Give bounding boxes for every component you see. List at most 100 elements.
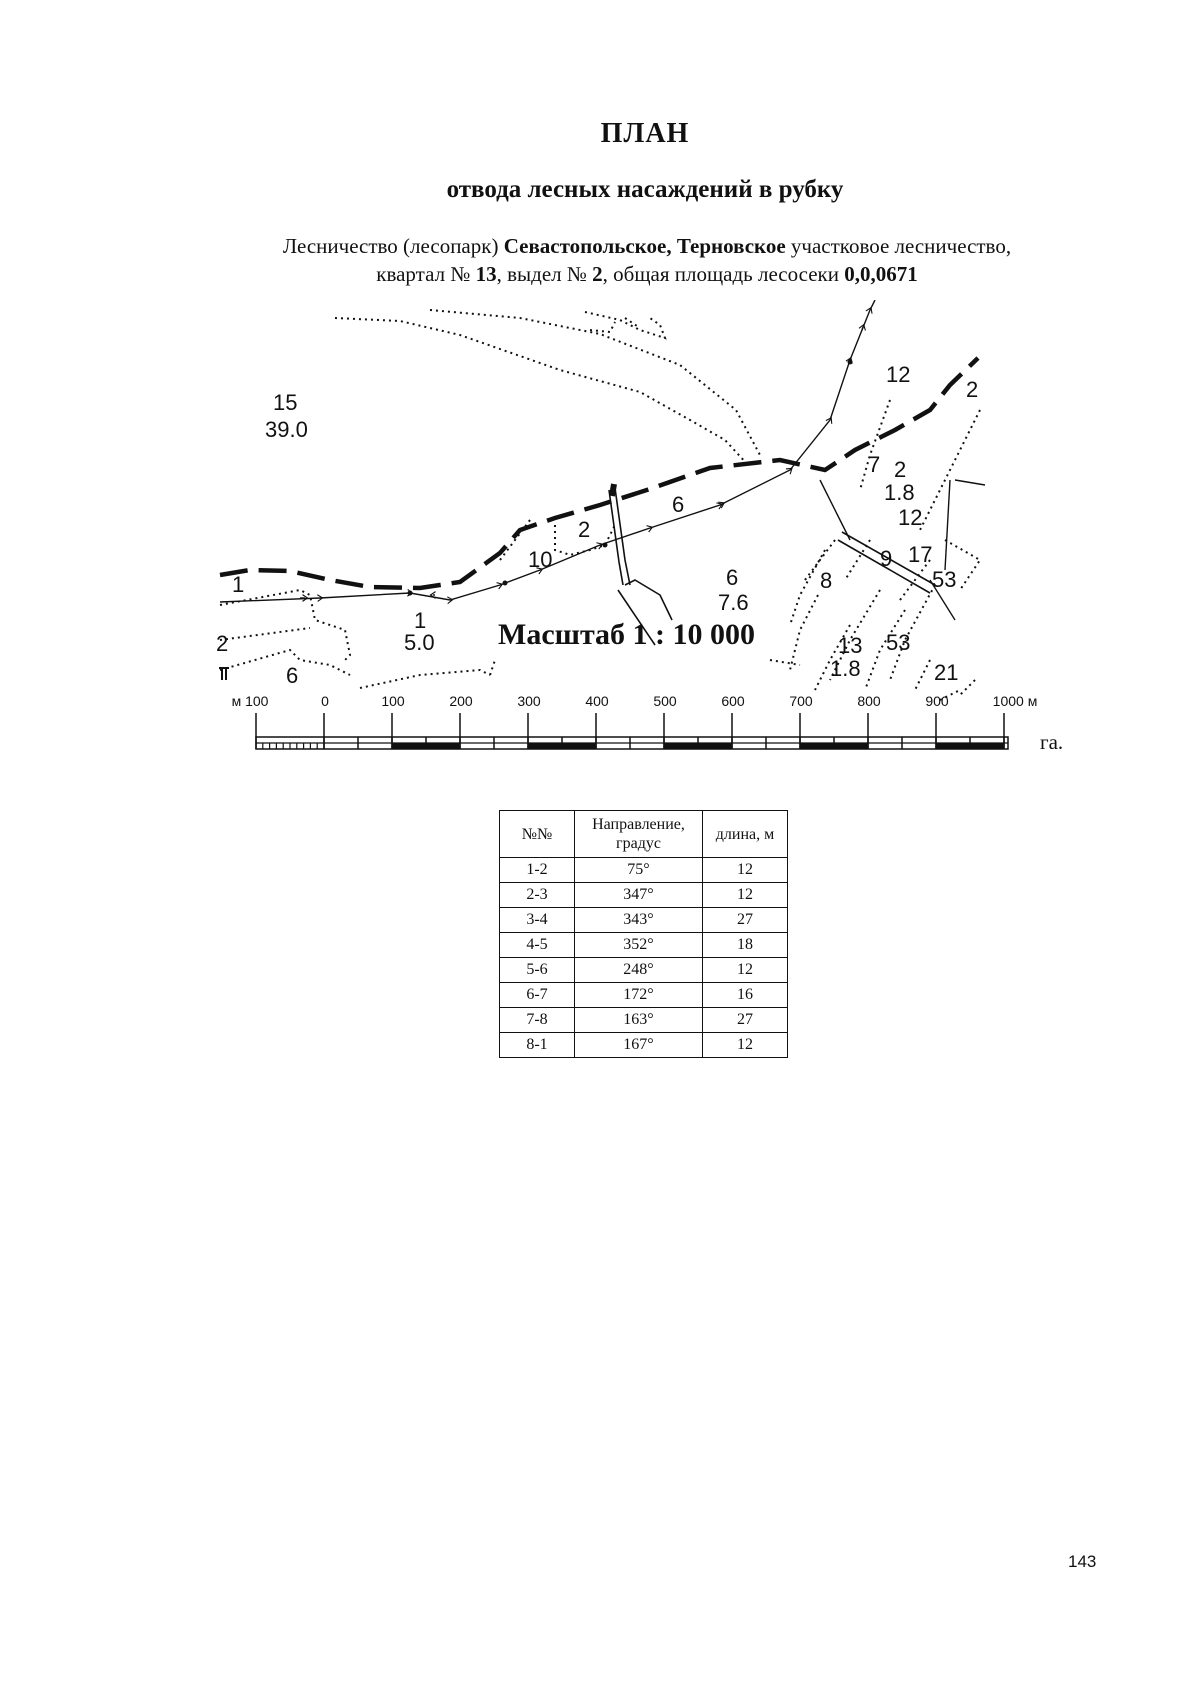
compartment-label: 12 — [886, 362, 910, 387]
cutting-area-marker — [609, 483, 617, 497]
scale-tick-label: 0 — [321, 693, 329, 709]
row-length: 12 — [702, 857, 788, 883]
compartment-label: 7 — [868, 452, 880, 477]
scale-tick-label: 300 — [517, 693, 541, 709]
header-direction: Направление, градус — [574, 810, 703, 858]
row-length: 12 — [702, 1032, 788, 1058]
desc-text: , выдел № — [496, 262, 593, 286]
row-segment: 1-2 — [499, 857, 575, 883]
scale-tick-label: 200 — [449, 693, 473, 709]
scale-bar-segments — [392, 743, 1004, 749]
row-segment: 6-7 — [499, 982, 575, 1008]
table-header-row: №№ Направление, градус длина, м — [499, 810, 788, 858]
scale-tick-label: м 100 — [232, 693, 269, 709]
scale-tick-label: 100 — [381, 693, 405, 709]
compartment-label: 21 — [934, 660, 958, 685]
compartment-label: 6 — [726, 565, 738, 590]
compartment-label: 6 — [672, 492, 684, 517]
row-direction: 352° — [574, 932, 703, 958]
document-title: ПЛАН — [600, 118, 690, 149]
compartment-label: 12 — [898, 505, 922, 530]
compartment-label: 39.0 — [265, 417, 308, 442]
compartment-label: 7.6 — [718, 590, 749, 615]
row-length: 12 — [702, 882, 788, 908]
scale-title: Масштаб 1 : 10 000 — [498, 618, 756, 651]
compartment-label: 2 — [216, 631, 228, 656]
scale-tick-label: 600 — [721, 693, 745, 709]
scale-bar-tick-labels: м 100 0 100 200 300 400 500 600 700 800 … — [232, 693, 1038, 709]
compartment-label: 17 — [908, 542, 932, 567]
desc-text: Лесничество (лесопарк) — [282, 234, 504, 258]
compartment-labels: 15 39.0 12 2 7 2 1.8 12 9 17 53 8 13 1.8… — [216, 362, 978, 688]
scale-bar-subdivisions — [262, 743, 318, 749]
compartment-label: 6 — [286, 663, 298, 688]
scale-black-segment — [936, 743, 1004, 749]
compartment-label: 1.8 — [884, 480, 915, 505]
row-direction: 248° — [574, 957, 703, 983]
road-nodes — [407, 359, 853, 596]
description-line-2: квартал № 13, выдел № 2, общая площадь л… — [232, 260, 1062, 288]
row-direction: 172° — [574, 982, 703, 1008]
scale-tick-label: 700 — [789, 693, 813, 709]
allotment-number: 2 — [592, 262, 603, 286]
row-length: 12 — [702, 957, 788, 983]
compartment-label: 8 — [820, 568, 832, 593]
row-length: 27 — [702, 907, 788, 933]
document-subtitle: отвода лесных насаждений в рубку — [446, 176, 844, 203]
compartment-label: 9 — [880, 546, 892, 571]
page-number: 143 — [1068, 1552, 1097, 1571]
row-direction: 347° — [574, 882, 703, 908]
compartment-label: 1 — [232, 572, 244, 597]
compartment-label: 2 — [894, 457, 906, 482]
header-number: №№ — [499, 810, 575, 858]
forest-map: 15 39.0 12 2 7 2 1.8 12 9 17 53 8 13 1.8… — [216, 300, 1038, 750]
row-length: 16 — [702, 982, 788, 1008]
scale-black-segment — [664, 743, 732, 749]
scale-bar: м 100 0 100 200 300 400 500 600 700 800 … — [232, 693, 1038, 750]
compartment-label: 2 — [578, 517, 590, 542]
compartment-label: 1 — [414, 608, 426, 633]
desc-text: участковое лесничество, — [785, 234, 1012, 258]
row-segment: 2-3 — [499, 882, 575, 908]
row-direction: 163° — [574, 1007, 703, 1033]
forestry-name: Севастопольское, Терновское — [503, 234, 786, 258]
scale-tick-label: 900 — [925, 693, 949, 709]
scale-black-segment — [528, 743, 596, 749]
scale-black-segment — [800, 743, 868, 749]
compartment-label: 53 — [932, 567, 956, 592]
row-direction: 75° — [574, 857, 703, 883]
row-segment: 7-8 — [499, 1007, 575, 1033]
row-segment: 5-6 — [499, 957, 575, 983]
desc-text: , общая площадь лесосеки — [602, 262, 845, 286]
header-length: длина, м — [702, 810, 788, 858]
left-marks — [219, 667, 229, 680]
area-unit-label: га. — [1040, 730, 1064, 754]
quarter-boundary — [219, 356, 980, 591]
compartment-label: 13 — [838, 633, 862, 658]
row-segment: 4-5 — [499, 932, 575, 958]
double-road — [608, 487, 936, 646]
row-length: 18 — [702, 932, 788, 958]
row-segment: 3-4 — [499, 907, 575, 933]
scale-tick-label: 800 — [857, 693, 881, 709]
scale-tick-label: 500 — [653, 693, 677, 709]
row-direction: 343° — [574, 907, 703, 933]
scale-tick-label: 400 — [585, 693, 609, 709]
scale-tick-label: 1000 м — [993, 693, 1038, 709]
compartment-label: 5.0 — [404, 630, 435, 655]
plot-description: Лесничество (лесопарк) Севастопольское, … — [232, 232, 1062, 288]
row-direction: 167° — [574, 1032, 703, 1058]
row-segment: 8-1 — [499, 1032, 575, 1058]
main-road — [219, 300, 876, 604]
scale-black-segment — [392, 743, 460, 749]
compartment-label: 15 — [273, 390, 297, 415]
quarter-number: 13 — [475, 262, 497, 286]
